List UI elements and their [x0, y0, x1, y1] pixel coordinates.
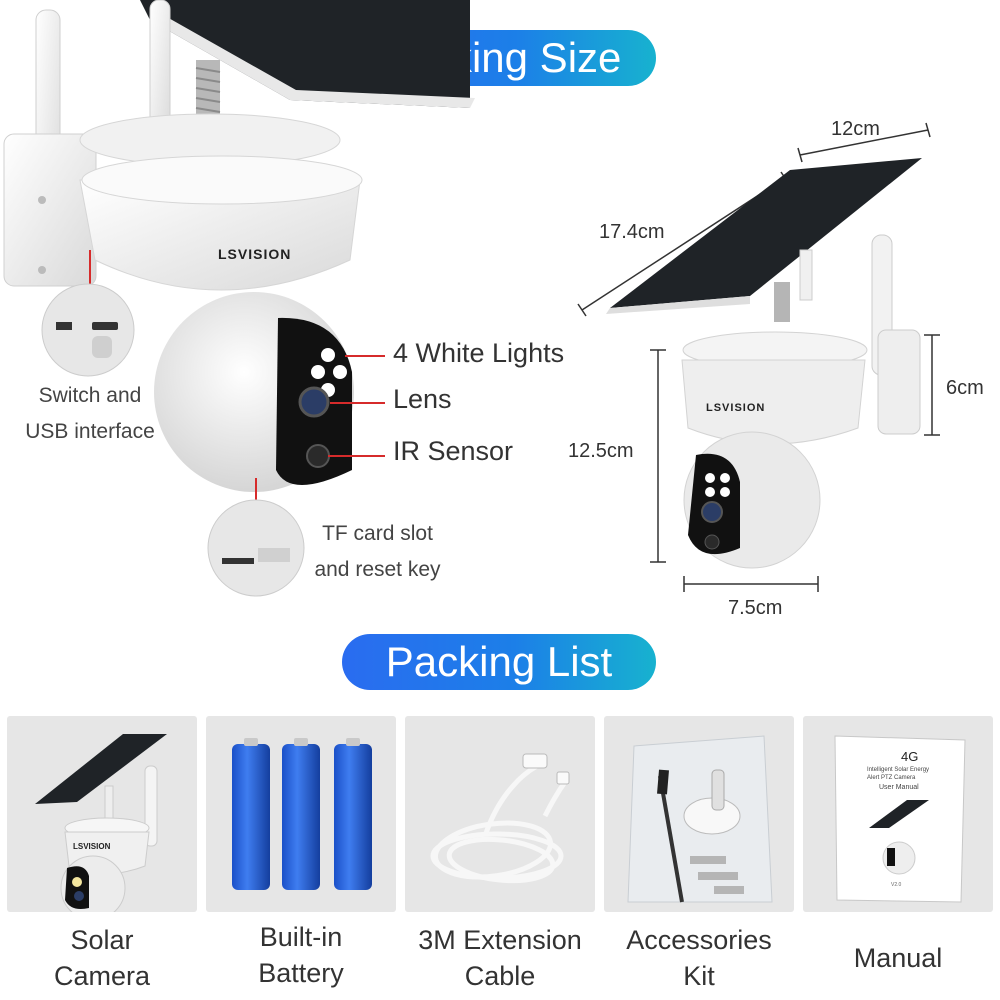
item-card-solar-camera: LSVISION — [7, 716, 197, 912]
cable-image — [430, 753, 570, 884]
caption-manual: Manual — [853, 943, 943, 973]
manual-subtitle: Intelligent Solar Energy Alert PTZ Camer… — [867, 767, 930, 781]
solar-camera-image — [35, 734, 167, 912]
item-card-accessories — [604, 716, 794, 912]
switch-usb-label: Switch and USB interface — [25, 384, 155, 443]
caption-cable: 3M Extension Cable — [418, 925, 582, 991]
ir-sensor-label: IR Sensor — [393, 436, 514, 466]
item-card-cable — [405, 716, 595, 912]
dim-camera-width: 7.5cm — [728, 597, 783, 619]
packing-list-heading: Packing List — [342, 634, 656, 690]
battery-image — [232, 738, 372, 890]
brand-logo-small: LSVISION — [706, 402, 766, 414]
manual-label: User Manual — [879, 784, 919, 791]
manual-image — [834, 735, 966, 903]
camera-main-illustration — [3, 0, 475, 597]
lens-label: Lens — [393, 384, 452, 414]
caption-solar-camera: Solar Camera — [53, 925, 151, 991]
accessories-image — [627, 735, 773, 903]
dim-mount-height: 6cm — [946, 377, 984, 399]
white-lights-label: 4 White Lights — [393, 338, 565, 368]
caption-accessories: Accessories Kit — [626, 925, 772, 991]
item-card-manual: 4G Intelligent Solar Energy Alert PTZ Ca… — [803, 716, 993, 912]
camera-dimension-illustration — [577, 122, 940, 592]
brand-logo: LSVISION — [218, 246, 292, 262]
item-card-battery — [206, 716, 396, 912]
card-brand-logo: LSVISION — [73, 842, 111, 851]
tf-slot-label: TF card slot and reset key — [314, 522, 441, 581]
manual-title: 4G — [901, 749, 919, 764]
dim-camera-height: 12.5cm — [568, 440, 634, 462]
manual-footer: V2.0 — [891, 882, 902, 888]
dim-panel-width: 12cm — [831, 118, 880, 140]
dim-panel-length: 17.4cm — [599, 221, 665, 243]
caption-battery: Built-in Battery — [258, 922, 344, 988]
